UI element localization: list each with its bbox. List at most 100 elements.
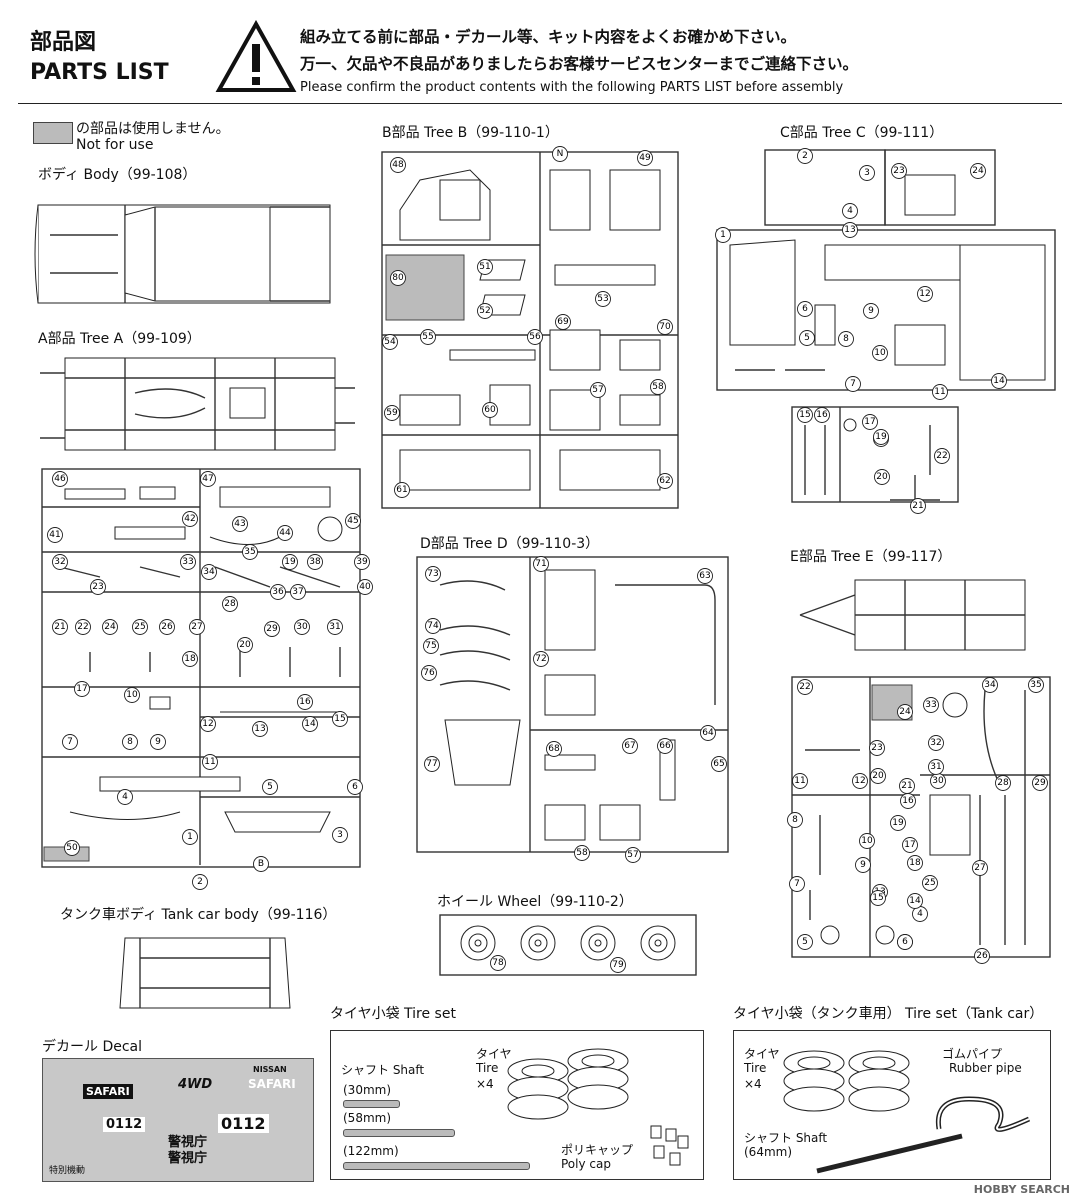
part-number-callout: 8 — [122, 734, 138, 750]
part-number-callout: 61 — [394, 482, 410, 498]
part-number-callout: 27 — [189, 619, 205, 635]
part-number-callout: 9 — [150, 734, 166, 750]
part-number-callout: 7 — [62, 734, 78, 750]
svg-text:59: 59 — [386, 408, 398, 418]
svg-text:23: 23 — [92, 582, 103, 592]
shaft-58 — [343, 1129, 455, 1137]
part-number-callout: 74 — [425, 618, 441, 634]
part-number-callout: 17 — [862, 414, 878, 430]
svg-text:5: 5 — [802, 937, 808, 947]
part-number-callout: 29 — [264, 621, 280, 637]
svg-text:21: 21 — [912, 501, 923, 511]
svg-text:74: 74 — [427, 621, 439, 631]
svg-text:61: 61 — [396, 485, 407, 495]
part-number-callout: 4 — [842, 203, 858, 219]
svg-text:27: 27 — [974, 863, 985, 873]
decal-4wd: 4WD — [178, 1077, 213, 1092]
svg-text:20: 20 — [872, 771, 884, 781]
svg-text:13: 13 — [844, 225, 855, 235]
svg-text:7: 7 — [67, 737, 73, 747]
svg-text:62: 62 — [659, 476, 670, 486]
svg-text:53: 53 — [597, 294, 608, 304]
svg-text:23: 23 — [871, 743, 882, 753]
section-tree-a-label: A部品 Tree A（99-109） — [38, 331, 201, 347]
section-tree-e-label: E部品 Tree E（99-117） — [790, 549, 952, 565]
part-number-callout: 16 — [297, 694, 313, 710]
polycap-en: Poly cap — [561, 1157, 611, 1171]
part-number-callout: 8 — [838, 331, 854, 347]
part-number-callout: 29 — [1032, 775, 1048, 791]
svg-text:35: 35 — [1030, 680, 1041, 690]
part-number-callout: 5 — [797, 934, 813, 950]
part-number-callout: 70 — [657, 319, 673, 335]
svg-text:14: 14 — [909, 896, 921, 906]
svg-text:27: 27 — [191, 622, 202, 632]
part-number-callout: 12 — [200, 716, 216, 732]
tree-a-chassis — [40, 357, 355, 451]
part-number-callout: 4 — [117, 789, 133, 805]
part-number-callout: 54 — [382, 334, 398, 350]
part-number-callout: 3 — [859, 165, 875, 181]
section-wheel-label: ホイール Wheel（99-110-2） — [437, 894, 633, 910]
part-number-callout: 14 — [991, 373, 1007, 389]
svg-text:30: 30 — [932, 776, 944, 786]
decal-safari: SAFARI — [83, 1084, 133, 1099]
part-number-callout: 34 — [982, 677, 998, 693]
svg-text:B: B — [258, 859, 264, 869]
part-number-callout: 25 — [132, 619, 148, 635]
tank-tire-en: Tire — [744, 1061, 767, 1075]
part-number-callout: 17 — [902, 837, 918, 853]
part-number-callout: 13 — [842, 222, 858, 238]
svg-text:43: 43 — [234, 519, 245, 529]
part-number-callout: 55 — [420, 329, 436, 345]
part-number-callout: 75 — [423, 638, 439, 654]
svg-text:49: 49 — [639, 153, 651, 163]
svg-text:30: 30 — [296, 622, 308, 632]
tank-tire-jp: タイヤ — [744, 1047, 780, 1061]
svg-text:44: 44 — [279, 528, 291, 538]
svg-text:22: 22 — [936, 451, 947, 461]
svg-text:5: 5 — [804, 333, 810, 343]
part-number-callout: 21 — [899, 778, 915, 794]
svg-text:33: 33 — [182, 557, 193, 567]
tree-e-trailer — [799, 579, 1026, 651]
svg-text:4: 4 — [122, 792, 128, 802]
tire-set-box: シャフト Shaft (30mm) (58mm) (122mm) タイヤ Tir… — [330, 1030, 704, 1180]
part-number-callout: 78 — [490, 955, 506, 971]
tree-e-part-numbers: 3456789101112131415161718192021222324252… — [787, 677, 1048, 964]
part-number-callout: 57 — [625, 847, 641, 863]
svg-text:20: 20 — [239, 640, 251, 650]
tree-a-sprue: B — [41, 468, 361, 869]
section-tire-set-tank-label: タイヤ小袋（タンク車用） Tire set（Tank car） — [733, 1006, 1044, 1022]
svg-text:26: 26 — [976, 951, 988, 961]
section-tank-body-label: タンク車ボディ Tank car body（99-116） — [60, 907, 337, 923]
part-number-callout: 2 — [797, 148, 813, 164]
svg-text:69: 69 — [557, 317, 569, 327]
wheel-part — [520, 925, 556, 961]
svg-text:8: 8 — [843, 334, 849, 344]
warning-line-2: 万一、欠品や不良品がありましたらお客様サービスセンターまでご連絡下さい。 — [300, 55, 859, 73]
part-number-callout: 65 — [711, 756, 727, 772]
svg-text:29: 29 — [1034, 778, 1046, 788]
part-number-callout: 49 — [637, 150, 653, 166]
part-number-callout: 18 — [907, 855, 923, 871]
svg-text:17: 17 — [76, 684, 87, 694]
svg-text:45: 45 — [347, 516, 358, 526]
part-number-callout: 68 — [546, 741, 562, 757]
svg-text:34: 34 — [203, 567, 215, 577]
svg-text:12: 12 — [202, 719, 213, 729]
svg-text:21: 21 — [901, 781, 912, 791]
section-tire-set-label: タイヤ小袋 Tire set — [330, 1006, 456, 1022]
shaft-122 — [343, 1162, 530, 1170]
part-number-callout: 46 — [52, 471, 68, 487]
part-number-callout: 23 — [90, 579, 106, 595]
part-number-callout: 7 — [845, 376, 861, 392]
svg-text:17: 17 — [904, 840, 915, 850]
part-number-callout: 30 — [294, 619, 310, 635]
tank-body-drawing — [119, 937, 291, 1009]
svg-text:25: 25 — [924, 878, 935, 888]
svg-text:16: 16 — [816, 410, 828, 420]
decal-police-2: 警視庁 — [168, 1151, 208, 1166]
legend-line1: の部品は使用しません。 — [76, 121, 230, 137]
wheel-part — [580, 925, 616, 961]
